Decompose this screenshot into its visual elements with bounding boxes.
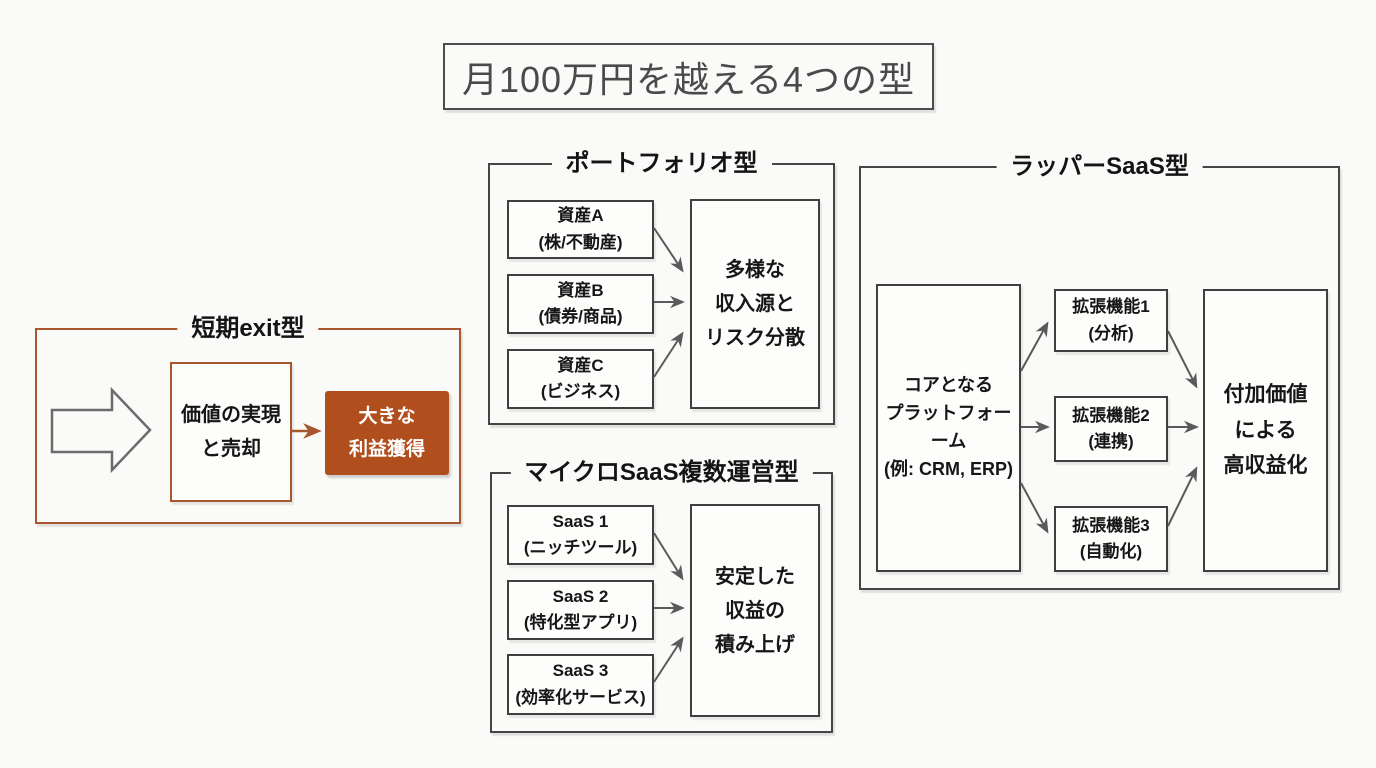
asset-a-text: 資産A (株/不動産)	[538, 206, 623, 252]
asset-b-text: 資産B (債券/商品)	[538, 280, 623, 326]
exit-section-label: 短期exit型	[177, 313, 319, 345]
saas-3-box: SaaS 3 (効率化サービス)	[507, 654, 654, 715]
asset-c-box: 資産C (ビジネス)	[507, 349, 654, 409]
micro-outcome-text: 安定した 収益の 積み上げ	[715, 565, 795, 656]
saas-1-box: SaaS 1 (ニッチツール)	[507, 505, 654, 565]
value-realization-text: 価値の実現 と売却	[181, 404, 281, 460]
extension-2-box: 拡張機能2 (連携)	[1054, 396, 1168, 462]
extension-1-text: 拡張機能1 (分析)	[1072, 297, 1150, 343]
saas-1-text: SaaS 1 (ニッチツール)	[523, 511, 638, 557]
core-platform-box: コアとなる プラットフォー ーム (例: CRM, ERP)	[876, 284, 1021, 572]
portfolio-outcome-box: 多様な 収入源と リスク分散	[690, 199, 820, 409]
exit-section: 短期exit型 価値の実現 と売却 大きな 利益獲得	[35, 313, 461, 524]
portfolio-outcome-text: 多様な 収入源と リスク分散	[705, 259, 805, 349]
value-realization-box: 価値の実現 と売却	[170, 362, 292, 502]
core-platform-text: コアとなる プラットフォー ーム (例: CRM, ERP)	[884, 375, 1013, 479]
micro-saas-section-label: マイクロSaaS複数運営型	[510, 457, 813, 489]
asset-b-box: 資産B (債券/商品)	[507, 274, 654, 334]
asset-c-text: 資産C (ビジネス)	[540, 355, 621, 401]
main-title: 月100万円を越える4つの型	[461, 58, 915, 100]
saas-2-box: SaaS 2 (特化型アプリ)	[507, 580, 654, 640]
portfolio-section-label: ポートフォリオ型	[551, 148, 772, 180]
asset-a-box: 資産A (株/不動産)	[507, 200, 654, 259]
wrapper-outcome-text: 付加価値 による 高収益化	[1223, 382, 1308, 478]
big-profit-box: 大きな 利益獲得	[325, 391, 449, 475]
saas-3-text: SaaS 3 (効率化サービス)	[515, 661, 646, 707]
extension-2-text: 拡張機能2 (連携)	[1072, 405, 1150, 451]
wrapper-outcome-box: 付加価値 による 高収益化	[1203, 289, 1328, 572]
micro-saas-section: マイクロSaaS複数運営型 SaaS 1 (ニッチツール) SaaS 2 (特化…	[490, 457, 833, 733]
extension-3-box: 拡張機能3 (自動化)	[1054, 506, 1168, 572]
portfolio-section: ポートフォリオ型 資産A (株/不動産) 資産B (債券/商品) 資産C (ビジ…	[488, 148, 835, 425]
big-profit-text: 大きな 利益獲得	[348, 405, 425, 460]
wrapper-saas-section-label: ラッパーSaaS型	[996, 151, 1203, 183]
saas-2-text: SaaS 2 (特化型アプリ)	[523, 586, 638, 632]
extension-3-text: 拡張機能3 (自動化)	[1072, 515, 1150, 561]
main-title-box: 月100万円を越える4つの型	[443, 43, 934, 110]
wrapper-saas-section: ラッパーSaaS型 コアとなる プラットフォー ーム (例: CRM, ERP)…	[859, 151, 1340, 590]
extension-1-box: 拡張機能1 (分析)	[1054, 289, 1168, 352]
micro-outcome-box: 安定した 収益の 積み上げ	[690, 504, 820, 717]
